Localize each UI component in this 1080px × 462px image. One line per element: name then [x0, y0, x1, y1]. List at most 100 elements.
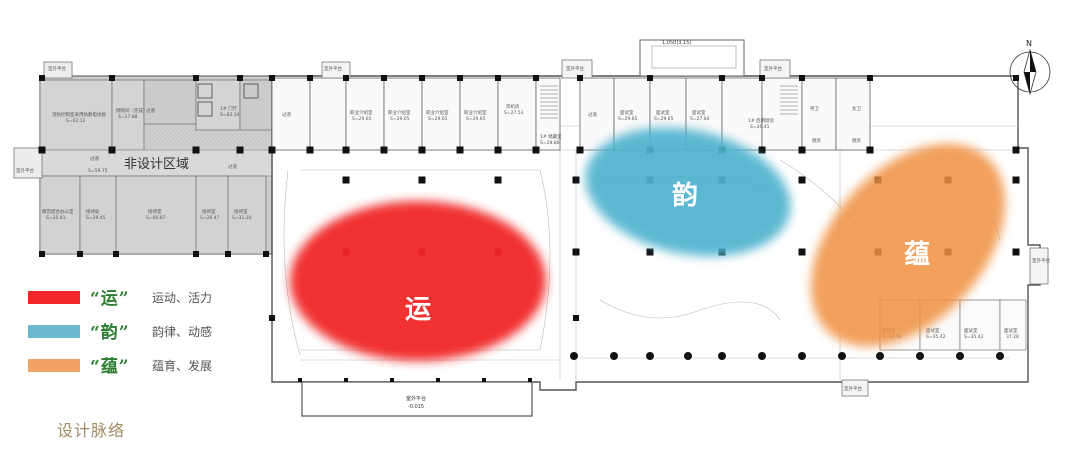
room-area: S=17.88 [118, 114, 138, 120]
column [381, 75, 387, 81]
svg-text:面试室: 面试室 [926, 327, 940, 334]
legend-item-nurture: “蕴” 蕴育、发展 [28, 352, 288, 377]
terrace-label: 室外平台 [406, 395, 426, 402]
corridor-label: 过道 [90, 155, 99, 162]
column [532, 146, 540, 154]
room-area: S=62.34 [220, 112, 240, 118]
column [436, 378, 440, 382]
legend-swatch [28, 359, 80, 372]
column [798, 146, 806, 154]
column [109, 75, 115, 81]
svg-text:面试室: 面试室 [1004, 327, 1018, 334]
svg-text:职业介绍室: 职业介绍室 [426, 109, 449, 116]
column [866, 146, 874, 154]
legend-desc: 韵律、动感 [152, 325, 213, 339]
svg-text:厨房: 厨房 [812, 137, 821, 144]
column [193, 75, 199, 81]
column [684, 352, 692, 360]
svg-text:职业介绍室: 职业介绍室 [464, 109, 487, 116]
column [876, 352, 884, 360]
room-area: S=29.45 [86, 215, 106, 221]
concept-zones: 运 韵 蕴 [290, 127, 1006, 361]
column [342, 176, 350, 184]
column [268, 146, 276, 154]
room-label: 储物间（完成） [116, 107, 148, 114]
svg-text:S=27.53: S=27.53 [504, 110, 524, 116]
legend-desc: 蕴育、发展 [152, 359, 213, 373]
svg-text:过道: 过道 [282, 111, 291, 118]
svg-text:S=29.65: S=29.65 [466, 116, 486, 122]
column [113, 251, 119, 257]
column [528, 378, 532, 382]
column [719, 75, 725, 81]
svg-text:风机房: 风机房 [506, 103, 520, 110]
svg-text:男卫: 男卫 [810, 106, 819, 112]
column [577, 75, 583, 81]
column [269, 75, 275, 81]
zone-label-yun-nurture: 蕴 [904, 240, 930, 270]
terrace-label: 室外平台 [48, 65, 66, 72]
column [996, 352, 1004, 360]
svg-text:S=27.64: S=27.64 [690, 116, 710, 122]
column [956, 352, 964, 360]
svg-text:1# 后用厨房: 1# 后用厨房 [748, 117, 775, 124]
zone-label-yun-rhythm: 韵 [672, 180, 698, 211]
non-design-area-label: 非设计区域 [124, 157, 189, 172]
room-label: 接待室 [234, 208, 248, 215]
column [610, 352, 618, 360]
column [193, 251, 199, 257]
svg-text:S=29.65: S=29.65 [654, 116, 674, 122]
column [342, 146, 350, 154]
room-area: S=25.41 [46, 215, 66, 221]
legend-desc: 运动、活力 [152, 291, 213, 305]
column [225, 251, 231, 257]
svg-text:厨房: 厨房 [852, 137, 861, 144]
column [495, 75, 501, 81]
svg-text:职业介绍室: 职业介绍室 [350, 109, 373, 116]
column [572, 176, 580, 184]
column [419, 75, 425, 81]
room-area: S=62.12 [66, 118, 86, 124]
terrace-label: 室外平台 [844, 385, 862, 392]
svg-text:S=29.65: S=29.65 [390, 116, 410, 122]
column [646, 248, 654, 256]
column [39, 75, 45, 81]
column [576, 146, 584, 154]
terrace [841, 379, 869, 397]
column [572, 248, 580, 256]
svg-text:职业介绍室: 职业介绍室 [388, 109, 411, 116]
column [418, 176, 426, 184]
room-area: S=31.30 [232, 215, 252, 221]
column [306, 146, 314, 154]
room-label: 接待室 [202, 208, 216, 215]
svg-text:面试室: 面试室 [692, 109, 706, 116]
column [867, 75, 873, 81]
terrace-label: 室外平台 [764, 65, 782, 72]
legend-key: “运” [90, 289, 130, 309]
room-label: 接待室 [148, 208, 162, 215]
zone-yun-rhythm [585, 127, 791, 257]
terrace-label: 室外平台 [566, 65, 584, 72]
svg-text:面试室: 面试室 [620, 109, 634, 116]
stairs [540, 85, 798, 119]
column [307, 75, 313, 81]
column [1013, 75, 1019, 81]
svg-text:过道: 过道 [588, 111, 597, 118]
terrace-label: 室外平台 [1032, 257, 1050, 264]
svg-text:S=28.86: S=28.86 [540, 140, 560, 146]
column [494, 146, 502, 154]
column [108, 146, 116, 154]
room-area: S=60.87 [146, 215, 166, 221]
north-label: N [1026, 39, 1032, 48]
column [192, 146, 200, 154]
svg-text:过道: 过道 [228, 163, 237, 170]
column [456, 146, 464, 154]
column [1012, 176, 1020, 184]
svg-text:S=29.65: S=29.65 [352, 116, 372, 122]
column [799, 75, 805, 81]
svg-text:37.28: 37.28 [1006, 334, 1019, 340]
non-design-area: 非设计区域 消防控制室采用防静电地板 S=62.12 储物间（完成） S=17.… [39, 75, 273, 255]
section-title: 设计脉络 [57, 421, 126, 440]
column [1012, 146, 1020, 154]
